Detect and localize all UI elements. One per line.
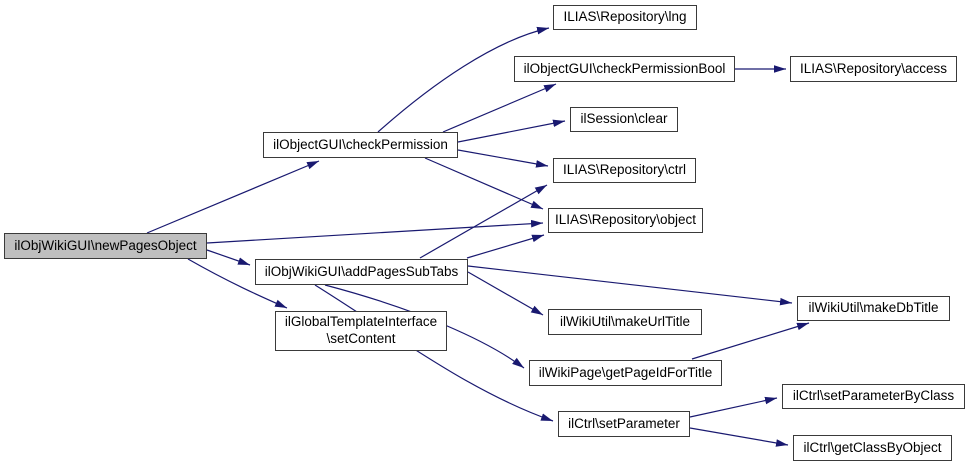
edge-checkPermission-lng bbox=[377, 26, 550, 133]
edge-setParameter-setParameterByClass bbox=[689, 396, 778, 418]
edge-newPagesObject-checkPermission bbox=[146, 160, 320, 234]
node-addPagesSubTabs[interactable]: ilObjWikiGUI\addPagesSubTabs bbox=[255, 259, 468, 285]
node-setParameterByClass[interactable]: ilCtrl\setParameterByClass bbox=[782, 384, 965, 409]
node-makeDbTitle[interactable]: ilWikiUtil\makeDbTitle bbox=[797, 296, 950, 321]
edge-getPageIdForTitle-makeDbTitle bbox=[691, 322, 810, 360]
node-object-label: ILIAS\Repository\object bbox=[554, 212, 697, 228]
node-getClassByObject-label: ilCtrl\getClassByObject bbox=[803, 439, 942, 455]
node-newPagesObject-label: ilObjWikiGUI\newPagesObject bbox=[14, 237, 197, 253]
edge-newPagesObject-addPagesSubTabs bbox=[206, 249, 251, 266]
node-getClassByObject[interactable]: ilCtrl\getClassByObject bbox=[793, 435, 952, 461]
node-setParameter[interactable]: ilCtrl\setParameter bbox=[558, 411, 690, 437]
edge-addPagesSubTabs-setParameter bbox=[314, 284, 554, 422]
node-checkPermission-label: ilObjectGUI\checkPermission bbox=[273, 136, 448, 152]
node-checkPermissionBool[interactable]: ilObjectGUI\checkPermissionBool bbox=[514, 56, 735, 82]
node-addPagesSubTabs-label: ilObjWikiGUI\addPagesSubTabs bbox=[264, 263, 459, 279]
node-getPageIdForTitle[interactable]: ilWikiPage\getPageIdForTitle bbox=[529, 360, 722, 386]
node-lng-label: ILIAS\Repository\lng bbox=[563, 9, 687, 25]
edge-newPagesObject-object bbox=[206, 219, 544, 244]
node-makeUrlTitle-label: ilWikiUtil\makeUrlTitle bbox=[560, 313, 690, 329]
node-setContent-label-line1: ilGlobalTemplateInterface bbox=[284, 314, 438, 330]
node-lng[interactable]: ILIAS\Repository\lng bbox=[553, 5, 697, 30]
edge-addPagesSubTabs-makeDbTitle bbox=[467, 265, 793, 306]
node-checkPermissionBool-label: ilObjectGUI\checkPermissionBool bbox=[523, 60, 726, 76]
edge-addPagesSubTabs-ctrl bbox=[419, 184, 548, 259]
edge-checkPermission-ctrl bbox=[457, 149, 549, 168]
edge-checkPermission-clear bbox=[457, 119, 566, 143]
edge-addPagesSubTabs-object bbox=[466, 234, 545, 259]
edge-addPagesSubTabs-makeUrlTitle bbox=[467, 271, 544, 316]
node-access-label: ILIAS\Repository\access bbox=[799, 60, 948, 76]
node-object[interactable]: ILIAS\Repository\object bbox=[548, 208, 703, 233]
node-clear[interactable]: ilSession\clear bbox=[570, 107, 678, 132]
node-setParameter-label: ilCtrl\setParameter bbox=[568, 415, 680, 431]
node-makeDbTitle-label: ilWikiUtil\makeDbTitle bbox=[808, 300, 939, 316]
edge-setParameter-getClassByObject bbox=[689, 427, 789, 447]
node-makeUrlTitle[interactable]: ilWikiUtil\makeUrlTitle bbox=[548, 309, 702, 335]
edge-checkPermission-checkPermissionBool bbox=[442, 83, 557, 133]
node-checkPermission[interactable]: ilObjectGUI\checkPermission bbox=[263, 132, 458, 158]
node-access[interactable]: ILIAS\Repository\access bbox=[790, 56, 957, 82]
node-ctrl[interactable]: ILIAS\Repository\ctrl bbox=[553, 158, 696, 183]
node-setParameterByClass-label: ilCtrl\setParameterByClass bbox=[792, 388, 955, 404]
node-getPageIdForTitle-label: ilWikiPage\getPageIdForTitle bbox=[538, 364, 713, 380]
node-setContent[interactable]: ilGlobalTemplateInterface \setContent bbox=[275, 311, 447, 351]
node-clear-label: ilSession\clear bbox=[580, 111, 668, 127]
node-newPagesObject: ilObjWikiGUI\newPagesObject bbox=[4, 233, 207, 259]
edge-newPagesObject-setContent bbox=[187, 258, 288, 309]
node-setContent-label-line2: \setContent bbox=[326, 331, 396, 346]
edge-checkPermission-object bbox=[424, 157, 544, 210]
node-ctrl-label: ILIAS\Repository\ctrl bbox=[562, 162, 687, 178]
